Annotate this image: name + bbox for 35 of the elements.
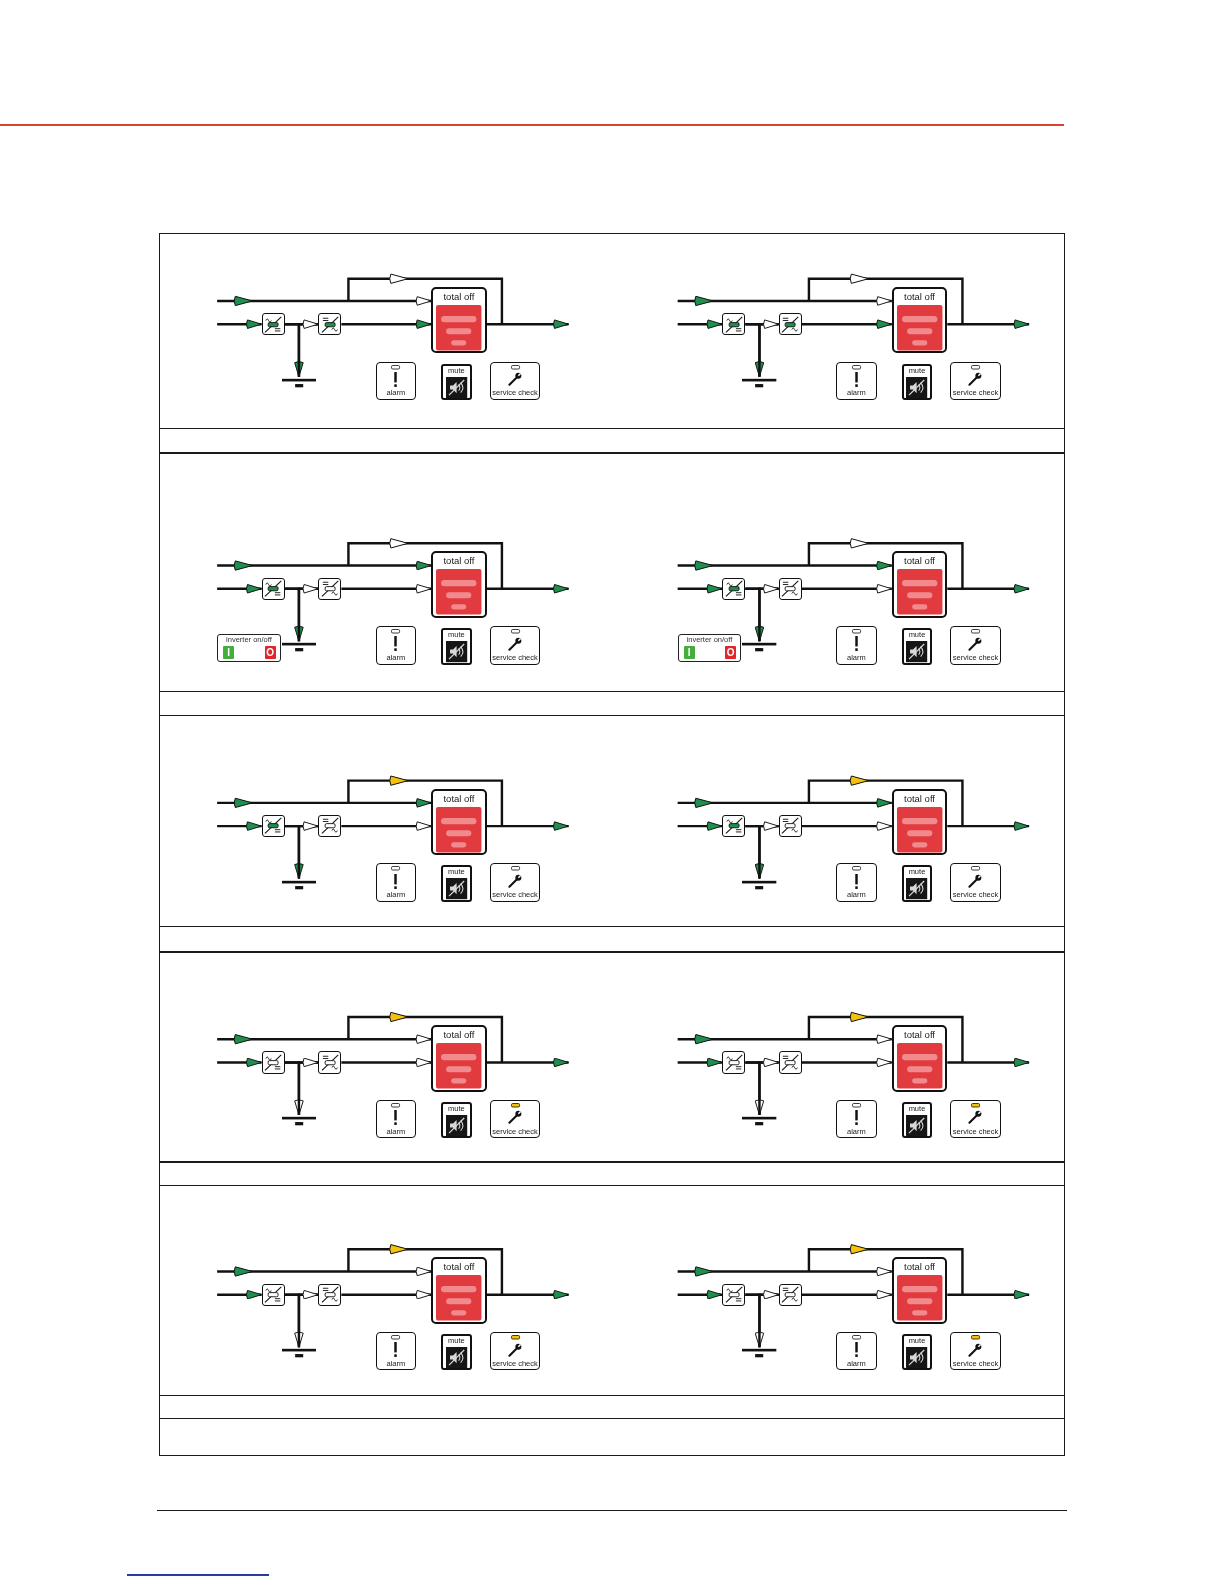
total-off-button: total off: [431, 286, 487, 354]
on-button: I: [683, 646, 695, 660]
flow-arrow: [217, 1266, 432, 1277]
battery-symbol: [281, 1347, 317, 1360]
off-button: O: [264, 646, 276, 660]
flow-arrow: [677, 295, 893, 307]
battery-symbol: [281, 1114, 317, 1128]
switch-panel: [217, 634, 281, 663]
battery-symbol: [742, 1347, 777, 1360]
total-off-button: total off: [891, 1025, 948, 1092]
total-off-button: total off: [891, 788, 948, 856]
flow-arrow: [677, 560, 893, 571]
total-off-button: total off: [431, 1025, 487, 1092]
battery-symbol: [742, 878, 777, 891]
on-button: I: [223, 646, 235, 660]
total-off-button: total off: [891, 286, 948, 354]
total-off-button: total off: [891, 551, 948, 619]
total-off-button: total off: [431, 788, 487, 856]
flow-arrow: [677, 1034, 893, 1045]
battery-symbol: [742, 641, 777, 654]
total-off-button: total off: [891, 1257, 948, 1324]
flow-arrow: [217, 797, 432, 808]
flow-arrow: [217, 560, 432, 571]
total-off-button: total off: [431, 1257, 487, 1324]
battery-symbol: [281, 878, 317, 891]
battery-symbol: [742, 376, 777, 389]
battery-symbol: [281, 641, 317, 654]
flow-arrow: [217, 1034, 432, 1045]
flow-arrow: [677, 797, 893, 808]
off-button: O: [725, 646, 737, 660]
battery-symbol: [281, 376, 317, 389]
battery-symbol: [742, 1114, 777, 1128]
switch-panel: [677, 634, 742, 663]
total-off-button: total off: [431, 551, 487, 619]
flow-arrow: [677, 1266, 893, 1277]
